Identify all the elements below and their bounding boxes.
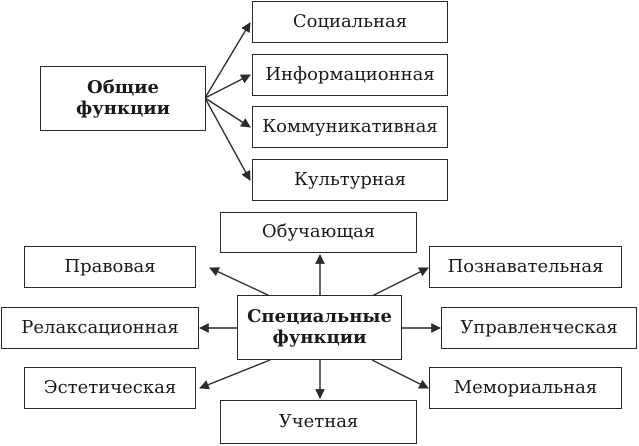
special-item-teaching: Обучающая	[220, 212, 417, 253]
special-title-line2: функции	[272, 326, 367, 348]
arrow-to-communicative	[204, 97, 251, 128]
special-item-cognitive: Познавательная	[429, 246, 622, 288]
special-item-label: Обучающая	[261, 221, 376, 243]
general-item-label: Информационная	[265, 63, 435, 85]
general-item-label: Социальная	[292, 10, 408, 32]
arrow-to-legal	[209, 267, 271, 297]
general-title-line2: функции	[76, 97, 170, 119]
general-item-social: Социальная	[252, 1, 448, 43]
special-item-label: Мемориальная	[453, 376, 598, 398]
special-item-label: Познавательная	[447, 255, 604, 277]
arrow-to-memorial	[371, 359, 429, 389]
special-title-line1: Специальные	[247, 305, 392, 327]
special-functions-box: Специальные функции	[237, 295, 402, 360]
special-item-memorial: Мемориальная	[429, 367, 622, 409]
special-item-managerial: Управленческая	[441, 307, 637, 349]
special-item-label: Правовая	[64, 255, 156, 277]
general-item-label: Культурная	[294, 168, 406, 190]
special-item-label: Управленческая	[460, 316, 618, 338]
general-item-label: Коммуникативная	[262, 115, 438, 137]
arrow-to-cultural	[204, 97, 251, 181]
general-item-communicative: Коммуникативная	[252, 106, 448, 148]
special-item-label: Эстетическая	[43, 376, 177, 398]
special-item-aesthetic: Эстетическая	[24, 367, 196, 409]
general-item-informational: Информационная	[252, 54, 448, 96]
arrow-to-informational	[204, 74, 251, 99]
special-item-label: Учетная	[278, 410, 359, 432]
arrow-to-cognitive	[371, 267, 429, 297]
special-item-accounting: Учетная	[220, 400, 417, 444]
general-functions-box: Общие функции	[40, 66, 206, 131]
arrow-to-aesthetic	[199, 359, 271, 390]
special-item-legal: Правовая	[24, 246, 196, 288]
special-item-relaxation: Релаксационная	[1, 307, 199, 349]
general-title-line1: Общие	[87, 76, 159, 98]
general-item-cultural: Культурная	[252, 159, 448, 201]
special-item-label: Релаксационная	[21, 316, 179, 338]
arrow-to-social	[204, 22, 251, 99]
